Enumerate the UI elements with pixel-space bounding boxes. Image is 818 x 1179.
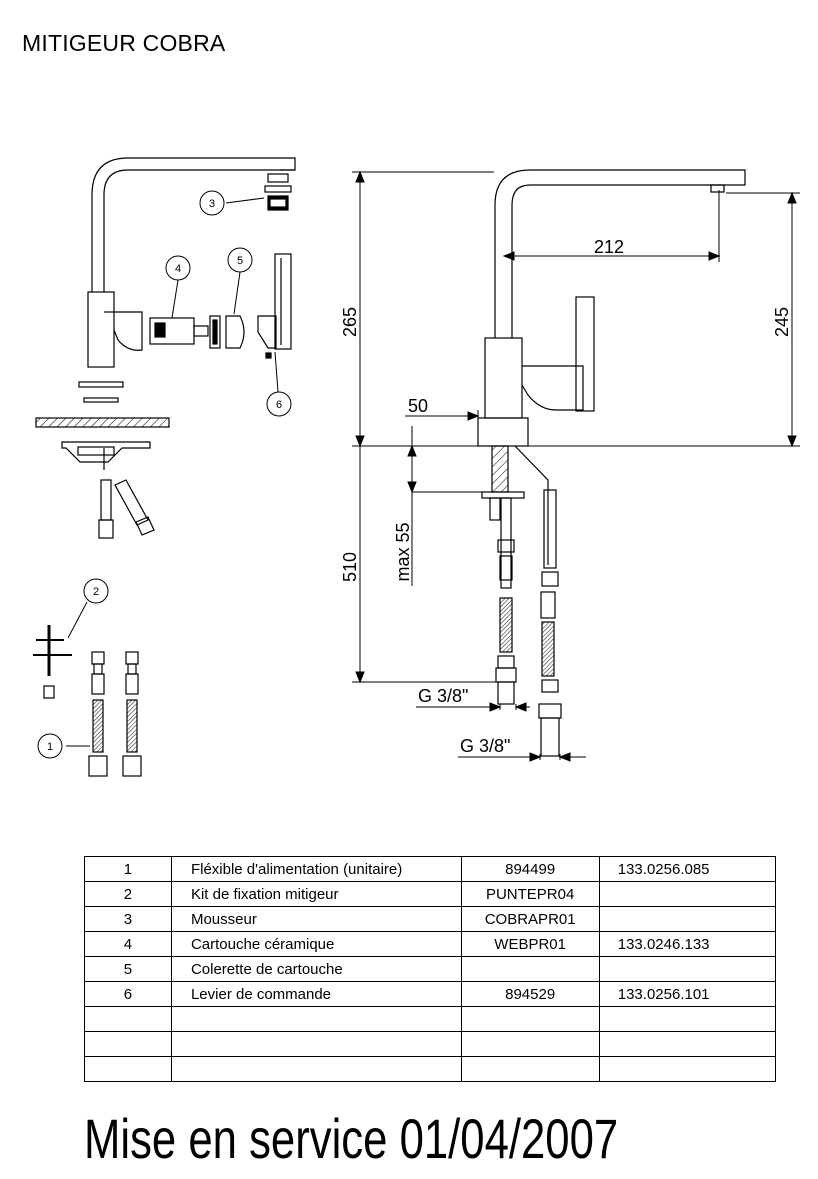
parts-table-row [84,1056,777,1082]
part-reference: WEBPR01 [460,931,600,957]
part-number: 3 [84,906,172,932]
svg-text:1: 1 [47,741,53,753]
part-code: 133.0256.085 [598,856,777,882]
dimension-lines [352,170,800,762]
part-code [598,881,777,907]
dim-max-55: max 55 [393,522,413,581]
part-reference: PUNTEPR04 [460,881,600,907]
callout-6: 6 [266,351,292,417]
part-description [170,1031,462,1057]
part-reference: 894499 [460,856,600,882]
part-code [598,1006,777,1032]
service-date-note: Mise en service 01/04/2007 [84,1107,619,1170]
part-description [170,1006,462,1032]
part-number: 2 [84,881,172,907]
part-reference [460,1031,600,1057]
callout-5: 5 [227,247,253,315]
part-description [170,1056,462,1082]
callout-2: 2 [67,578,109,639]
dim-245: 245 [772,307,792,337]
part-number [84,1031,172,1057]
part-description: Levier de commande [170,981,462,1007]
callout-4: 4 [165,255,191,319]
part-reference [460,1006,600,1032]
part-number: 4 [84,931,172,957]
part-reference: 894529 [460,981,600,1007]
dim-265: 265 [340,307,360,337]
parts-table-row [84,1031,777,1057]
technical-drawing: 1 2 3 4 5 6 [33,157,800,777]
dim-g38-b: G 3/8" [460,736,510,756]
part-code: 133.0256.101 [598,981,777,1007]
part-number: 6 [84,981,172,1007]
part-number [84,1006,172,1032]
part-description: Colerette de cartouche [170,956,462,982]
dimensioned-view [477,169,746,757]
parts-table-row [84,1006,777,1032]
exploded-view [33,157,296,777]
part-reference [460,1056,600,1082]
dim-212: 212 [594,237,624,257]
svg-text:3: 3 [209,198,215,210]
part-reference: COBRAPR01 [460,906,600,932]
part-number [84,1056,172,1082]
page-title: MITIGEUR COBRA [22,30,226,56]
svg-text:6: 6 [276,399,282,411]
part-number: 1 [84,856,172,882]
dim-g38-a: G 3/8" [418,686,468,706]
part-code: 133.0246.133 [598,931,777,957]
svg-text:2: 2 [93,586,99,598]
part-code [598,1056,777,1082]
part-code [598,906,777,932]
part-description: Kit de fixation mitigeur [170,881,462,907]
callout-3: 3 [199,190,265,216]
dim-50: 50 [408,396,428,416]
part-reference [460,956,600,982]
part-code [598,1031,777,1057]
part-number: 5 [84,956,172,982]
part-description: Cartouche céramique [170,931,462,957]
svg-text:5: 5 [237,255,243,267]
part-description: Mousseur [170,906,462,932]
callout-1: 1 [37,733,90,759]
svg-text:4: 4 [175,263,181,275]
dim-510: 510 [340,552,360,582]
part-description: Fléxible d'alimentation (unitaire) [170,856,462,882]
part-code [598,956,777,982]
